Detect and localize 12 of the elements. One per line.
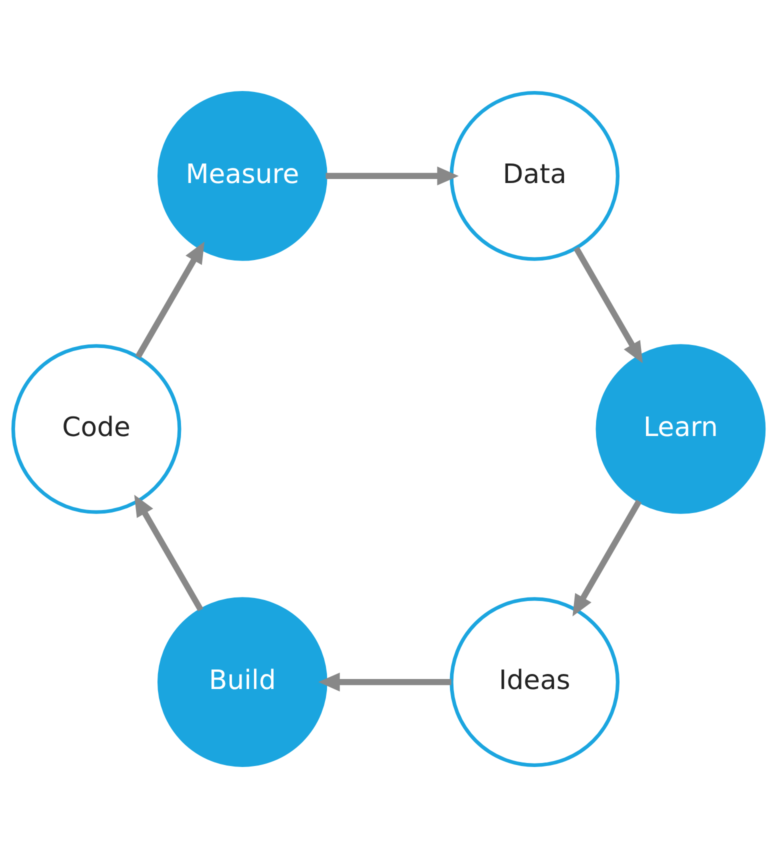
node-circle: Learn [596,344,766,514]
arrow [326,166,459,186]
node-circle: Measure [157,91,328,261]
arrow [134,494,204,612]
node-circle: Code [11,344,182,514]
node-circle: Build [157,597,328,767]
arrow [318,672,452,692]
node-circle: Ideas [450,597,620,767]
node-circle: Data [450,91,620,261]
arrow [572,500,642,616]
arrow [135,242,204,358]
arrow [574,246,643,364]
